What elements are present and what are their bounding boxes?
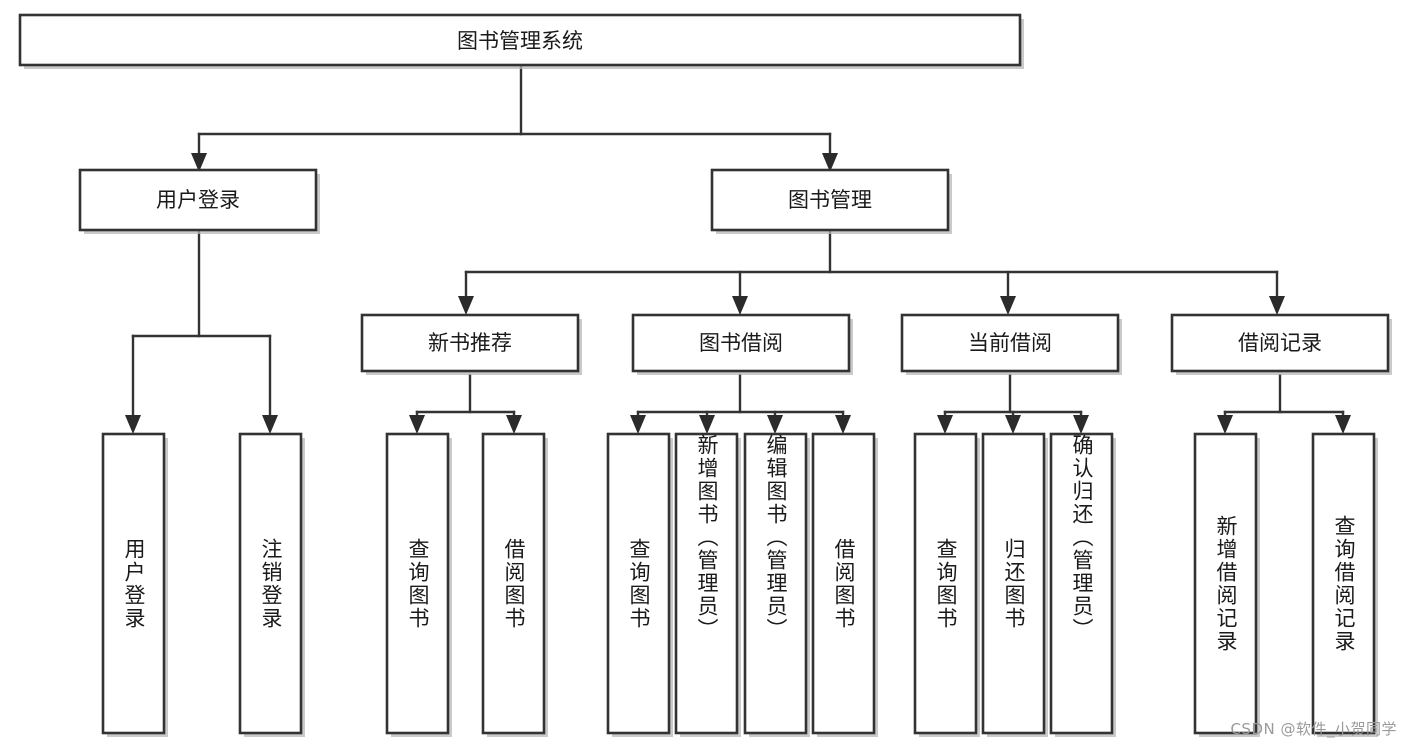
watermark-text: CSDN @软件_小贺同学 <box>1230 720 1397 738</box>
root-box[interactable] <box>18 13 1022 67</box>
leaf-box-1[interactable] <box>101 432 166 735</box>
arrowhead-leaf-5 <box>630 415 646 434</box>
connector-group-bookmgmt <box>458 230 1285 315</box>
arrowhead-login <box>191 153 207 172</box>
connector-group-login <box>125 230 278 434</box>
leaf-box-2[interactable] <box>238 432 303 735</box>
leaf-box-4[interactable] <box>481 432 546 735</box>
arrowhead-leaf-8 <box>835 415 851 434</box>
arrowhead-leaf-1 <box>125 415 141 434</box>
root-label: 图书管理系统 <box>457 29 583 53</box>
connector-group-root <box>191 65 838 172</box>
leaf-box-8[interactable] <box>811 432 876 735</box>
node-box-book-management[interactable] <box>710 168 950 232</box>
arrowhead-bookmgmt <box>822 153 838 172</box>
arrowhead-leaf-10 <box>1005 415 1021 434</box>
arrowhead-leaf-7 <box>767 415 783 434</box>
label-current-borrow: 当前借阅 <box>968 331 1052 355</box>
arrowhead-newbook <box>458 296 474 315</box>
leaf-box-13[interactable] <box>1311 432 1376 735</box>
arrowhead-borrow <box>732 296 748 315</box>
label-book-borrow: 图书借阅 <box>699 331 783 355</box>
leaf-box-9[interactable] <box>913 432 978 735</box>
arrowhead-leaf-13 <box>1335 415 1351 434</box>
arrowhead-leaf-6 <box>699 415 715 434</box>
arrowhead-leaf-2 <box>262 415 278 434</box>
arrowhead-current <box>1000 296 1016 315</box>
leaf-box-6[interactable] <box>674 432 739 735</box>
leaf-box-5[interactable] <box>606 432 671 735</box>
node-box-user-login[interactable] <box>78 168 318 232</box>
arrowhead-leaf-3 <box>409 415 425 434</box>
label-user-login: 用户登录 <box>156 188 240 212</box>
node-box-book-borrow[interactable] <box>631 313 851 373</box>
leaf-box-11[interactable] <box>1049 432 1114 735</box>
leaf-box-12[interactable] <box>1193 432 1258 735</box>
connector-group-newbook <box>409 373 522 434</box>
leaf-box-7[interactable] <box>743 432 808 735</box>
connector-group-borrow <box>630 373 851 434</box>
connector-group-current <box>937 373 1089 434</box>
label-borrow-record: 借阅记录 <box>1238 331 1322 355</box>
leaf-box-3[interactable] <box>385 432 450 735</box>
connector-group-record <box>1217 373 1351 434</box>
leaf-box-10[interactable] <box>981 432 1046 735</box>
node-box-new-book-recommend[interactable] <box>360 313 580 373</box>
node-box-borrow-record[interactable] <box>1170 313 1390 373</box>
node-box-current-borrow[interactable] <box>900 313 1120 373</box>
label-new-book-recommend: 新书推荐 <box>428 331 512 355</box>
arrowhead-leaf-12 <box>1217 415 1233 434</box>
arrowhead-leaf-4 <box>506 415 522 434</box>
arrowhead-leaf-11 <box>1073 415 1089 434</box>
label-book-management: 图书管理 <box>788 188 872 212</box>
arrowhead-record <box>1269 296 1285 315</box>
arrowhead-leaf-9 <box>937 415 953 434</box>
